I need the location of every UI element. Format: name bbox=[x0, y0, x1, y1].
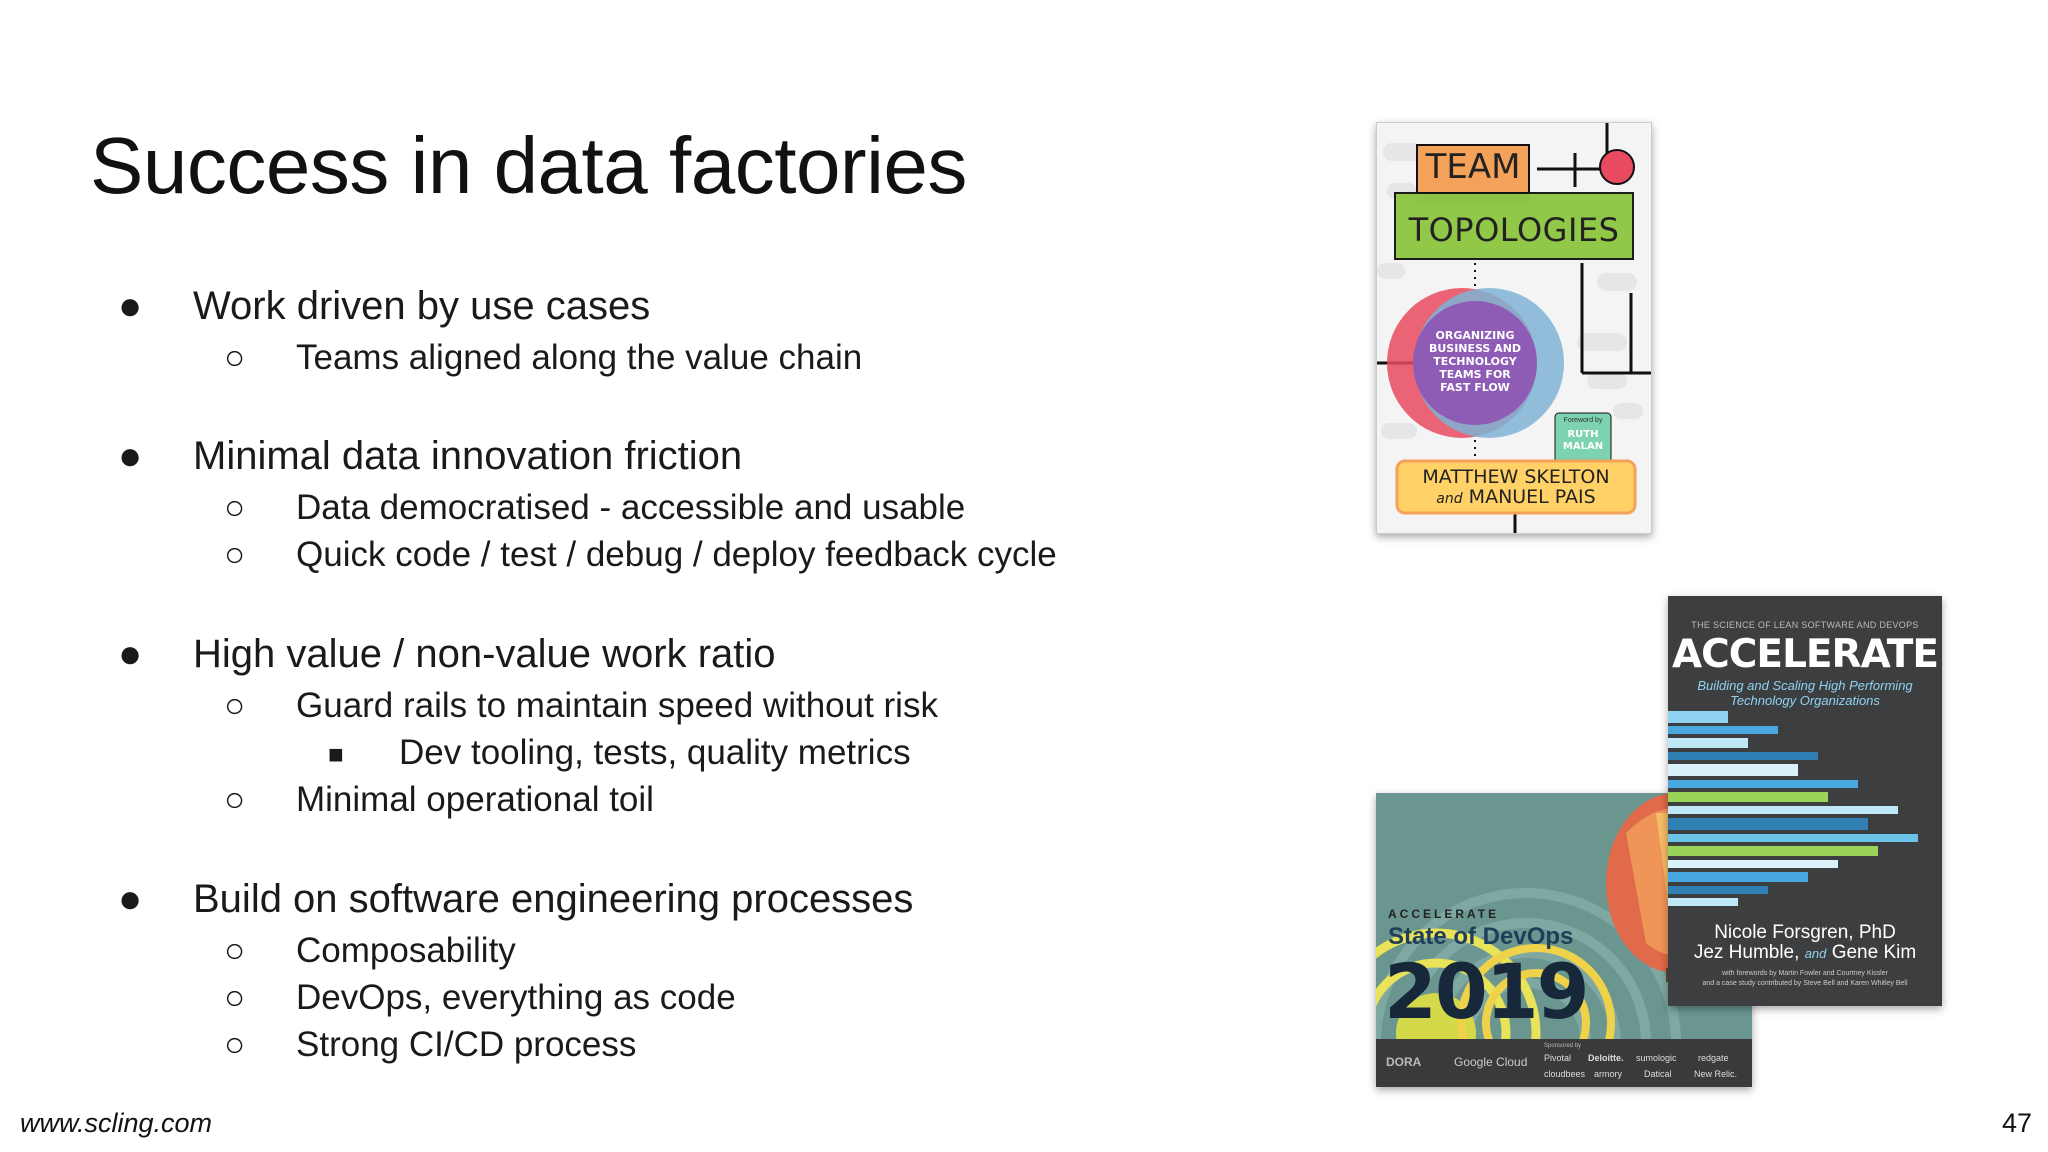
tt-author-2: MANUEL PAIS bbox=[1468, 486, 1596, 508]
datical-logo: Datical bbox=[1644, 1069, 1672, 1079]
sub-sub-bullet-text: Dev tooling, tests, quality metrics bbox=[399, 733, 911, 772]
sponsored-label: Sponsored by bbox=[1544, 1043, 1582, 1049]
acc-forewords-2: and a case study contributed by Steve Be… bbox=[1702, 980, 1908, 987]
bullet-text: Minimal data innovation friction bbox=[193, 434, 743, 478]
acc-author-2: Jez Humble, bbox=[1693, 942, 1800, 963]
tt-team-label: TEAM bbox=[1425, 147, 1521, 187]
accelerate-book-cover: THE SCIENCE OF LEAN SOFTWARE AND DEVOPS … bbox=[1668, 596, 1942, 1006]
acc-author-1: Nicole Forsgren, PhD bbox=[1714, 922, 1896, 943]
acc-subtitle-1: Building and Scaling High Performing bbox=[1697, 678, 1913, 693]
page-number: 47 bbox=[2001, 1108, 2032, 1138]
sub-sub-bullet-square: ■ bbox=[328, 739, 344, 769]
tt-subtitle: ORGANIZING BUSINESS AND TECHNOLOGY TEAMS… bbox=[1428, 329, 1522, 394]
tt-author-1: MATTHEW SKELTON bbox=[1422, 466, 1610, 488]
bullet-text: High value / non-value work ratio bbox=[193, 632, 776, 676]
new-relic-logo: New Relic. bbox=[1694, 1069, 1738, 1079]
sub-bullet-text: DevOps, everything as code bbox=[296, 978, 736, 1017]
sub-bullet-text: Minimal operational toil bbox=[296, 780, 654, 819]
sod-year: 2019 bbox=[1384, 947, 1590, 1036]
sod-kicker: ACCELERATE bbox=[1388, 907, 1500, 921]
acc-subtitle-2: Technology Organizations bbox=[1730, 693, 1880, 708]
pivotal-logo: Pivotal bbox=[1544, 1053, 1572, 1063]
sub-bullet-circle: ○ bbox=[224, 535, 246, 574]
sub-bullet-text: Data democratised - accessible and usabl… bbox=[296, 488, 966, 527]
tt-foreword-name: RUTH MALAN bbox=[1562, 429, 1604, 452]
sub-bullet-text: Teams aligned along the value chain bbox=[296, 338, 863, 377]
tt-author-2-line: and MANUEL PAIS bbox=[1397, 486, 1635, 508]
acc-kicker: THE SCIENCE OF LEAN SOFTWARE AND DEVOPS bbox=[1691, 620, 1919, 630]
acc-and: and bbox=[1804, 946, 1827, 961]
acc-forewords-1: with forewords by Martin Fowler and Cour… bbox=[1722, 970, 1888, 977]
cloudbees-logo: cloudbees bbox=[1544, 1069, 1586, 1079]
sub-bullet-circle: ○ bbox=[224, 686, 246, 725]
sub-bullet-circle: ○ bbox=[224, 338, 246, 377]
slide-title: Success in data factories bbox=[90, 121, 967, 210]
sub-bullet-circle: ○ bbox=[224, 978, 246, 1017]
sub-bullet-text: Composability bbox=[296, 931, 516, 970]
team-topologies-cover-art bbox=[1377, 123, 1651, 533]
sub-bullet-text: Strong CI/CD process bbox=[296, 1025, 637, 1064]
acc-authors-line: Jez Humble, and Gene Kim bbox=[1668, 942, 1942, 964]
state-of-devops-report-cover: ACCELERATE State of DevOps 2019 DORA Goo… bbox=[1376, 793, 1752, 1087]
acc-title: ACCELERATE bbox=[1672, 632, 1939, 677]
bullet-text: Build on software engineering processes bbox=[193, 877, 914, 921]
accelerate-cover-art bbox=[1668, 596, 1942, 1006]
sub-bullet-circle: ○ bbox=[224, 931, 246, 970]
tt-topologies-label: TOPOLOGIES bbox=[1408, 211, 1620, 249]
bullet-dot: ● bbox=[118, 877, 143, 921]
sub-bullet-circle: ○ bbox=[224, 1025, 246, 1064]
bullet-text: Work driven by use cases bbox=[193, 284, 651, 328]
tt-and: and bbox=[1436, 491, 1463, 507]
sub-bullet-circle: ○ bbox=[224, 780, 246, 819]
tt-foreword-label: Foreword by bbox=[1563, 417, 1603, 424]
team-topologies-book-cover: TEAM TOPOLOGIES ORGANIZING BUSINESS AND … bbox=[1376, 122, 1652, 534]
bullet-dot: ● bbox=[118, 284, 143, 328]
sod-logo-strip: DORA Google Cloud Sponsored by Pivotal D… bbox=[1376, 1039, 1752, 1087]
google-cloud-logo: Google Cloud bbox=[1454, 1055, 1528, 1069]
dora-logo: DORA bbox=[1386, 1055, 1422, 1069]
acc-author-3: Gene Kim bbox=[1831, 942, 1917, 963]
sub-bullet-text: Guard rails to maintain speed without ri… bbox=[296, 686, 938, 725]
sod-title: State of DevOps bbox=[1388, 923, 1574, 950]
bullet-dot: ● bbox=[118, 632, 143, 676]
footer-url: www.scling.com bbox=[20, 1108, 213, 1138]
bullet-dot: ● bbox=[118, 434, 143, 478]
sumologic-logo: sumologic bbox=[1636, 1053, 1677, 1063]
armory-logo: armory bbox=[1594, 1069, 1623, 1079]
sub-bullet-text: Quick code / test / debug / deploy feedb… bbox=[296, 535, 1057, 574]
sub-bullet-circle: ○ bbox=[224, 488, 246, 527]
deloitte-logo: Deloitte. bbox=[1588, 1053, 1624, 1063]
redgate-logo: redgate bbox=[1698, 1053, 1729, 1063]
